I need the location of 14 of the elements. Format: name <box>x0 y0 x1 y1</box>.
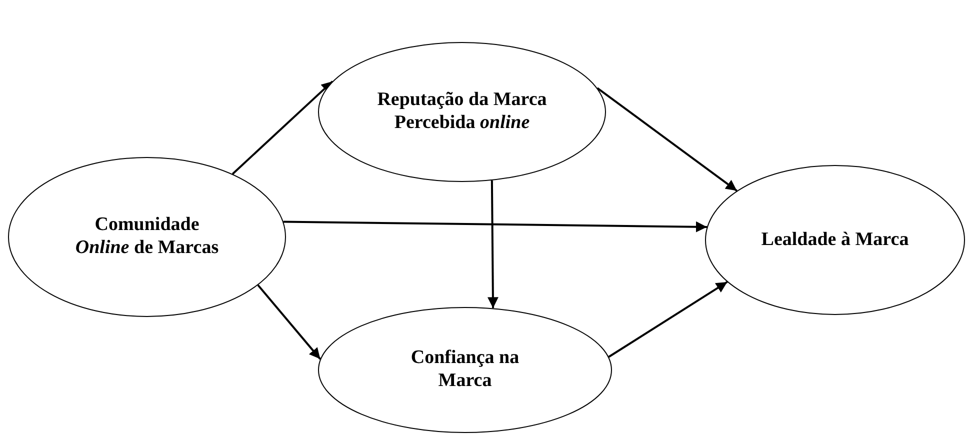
ellipse-node <box>318 307 612 433</box>
ellipse-node <box>318 42 606 182</box>
arrow <box>232 80 334 175</box>
arrow <box>487 180 498 308</box>
node-label: Lealdade à Marca <box>760 228 910 252</box>
arrow <box>608 281 728 358</box>
arrow <box>283 220 707 232</box>
ellipse-node <box>705 165 965 315</box>
node-label: Comunidade Online de Marcas <box>74 214 220 260</box>
node-label: Reputação da Marca Percebida online <box>376 89 548 135</box>
arrow <box>596 87 738 192</box>
node-label: Confiança na Marca <box>410 347 520 393</box>
arrow <box>257 284 321 360</box>
ellipse-node <box>8 157 286 317</box>
